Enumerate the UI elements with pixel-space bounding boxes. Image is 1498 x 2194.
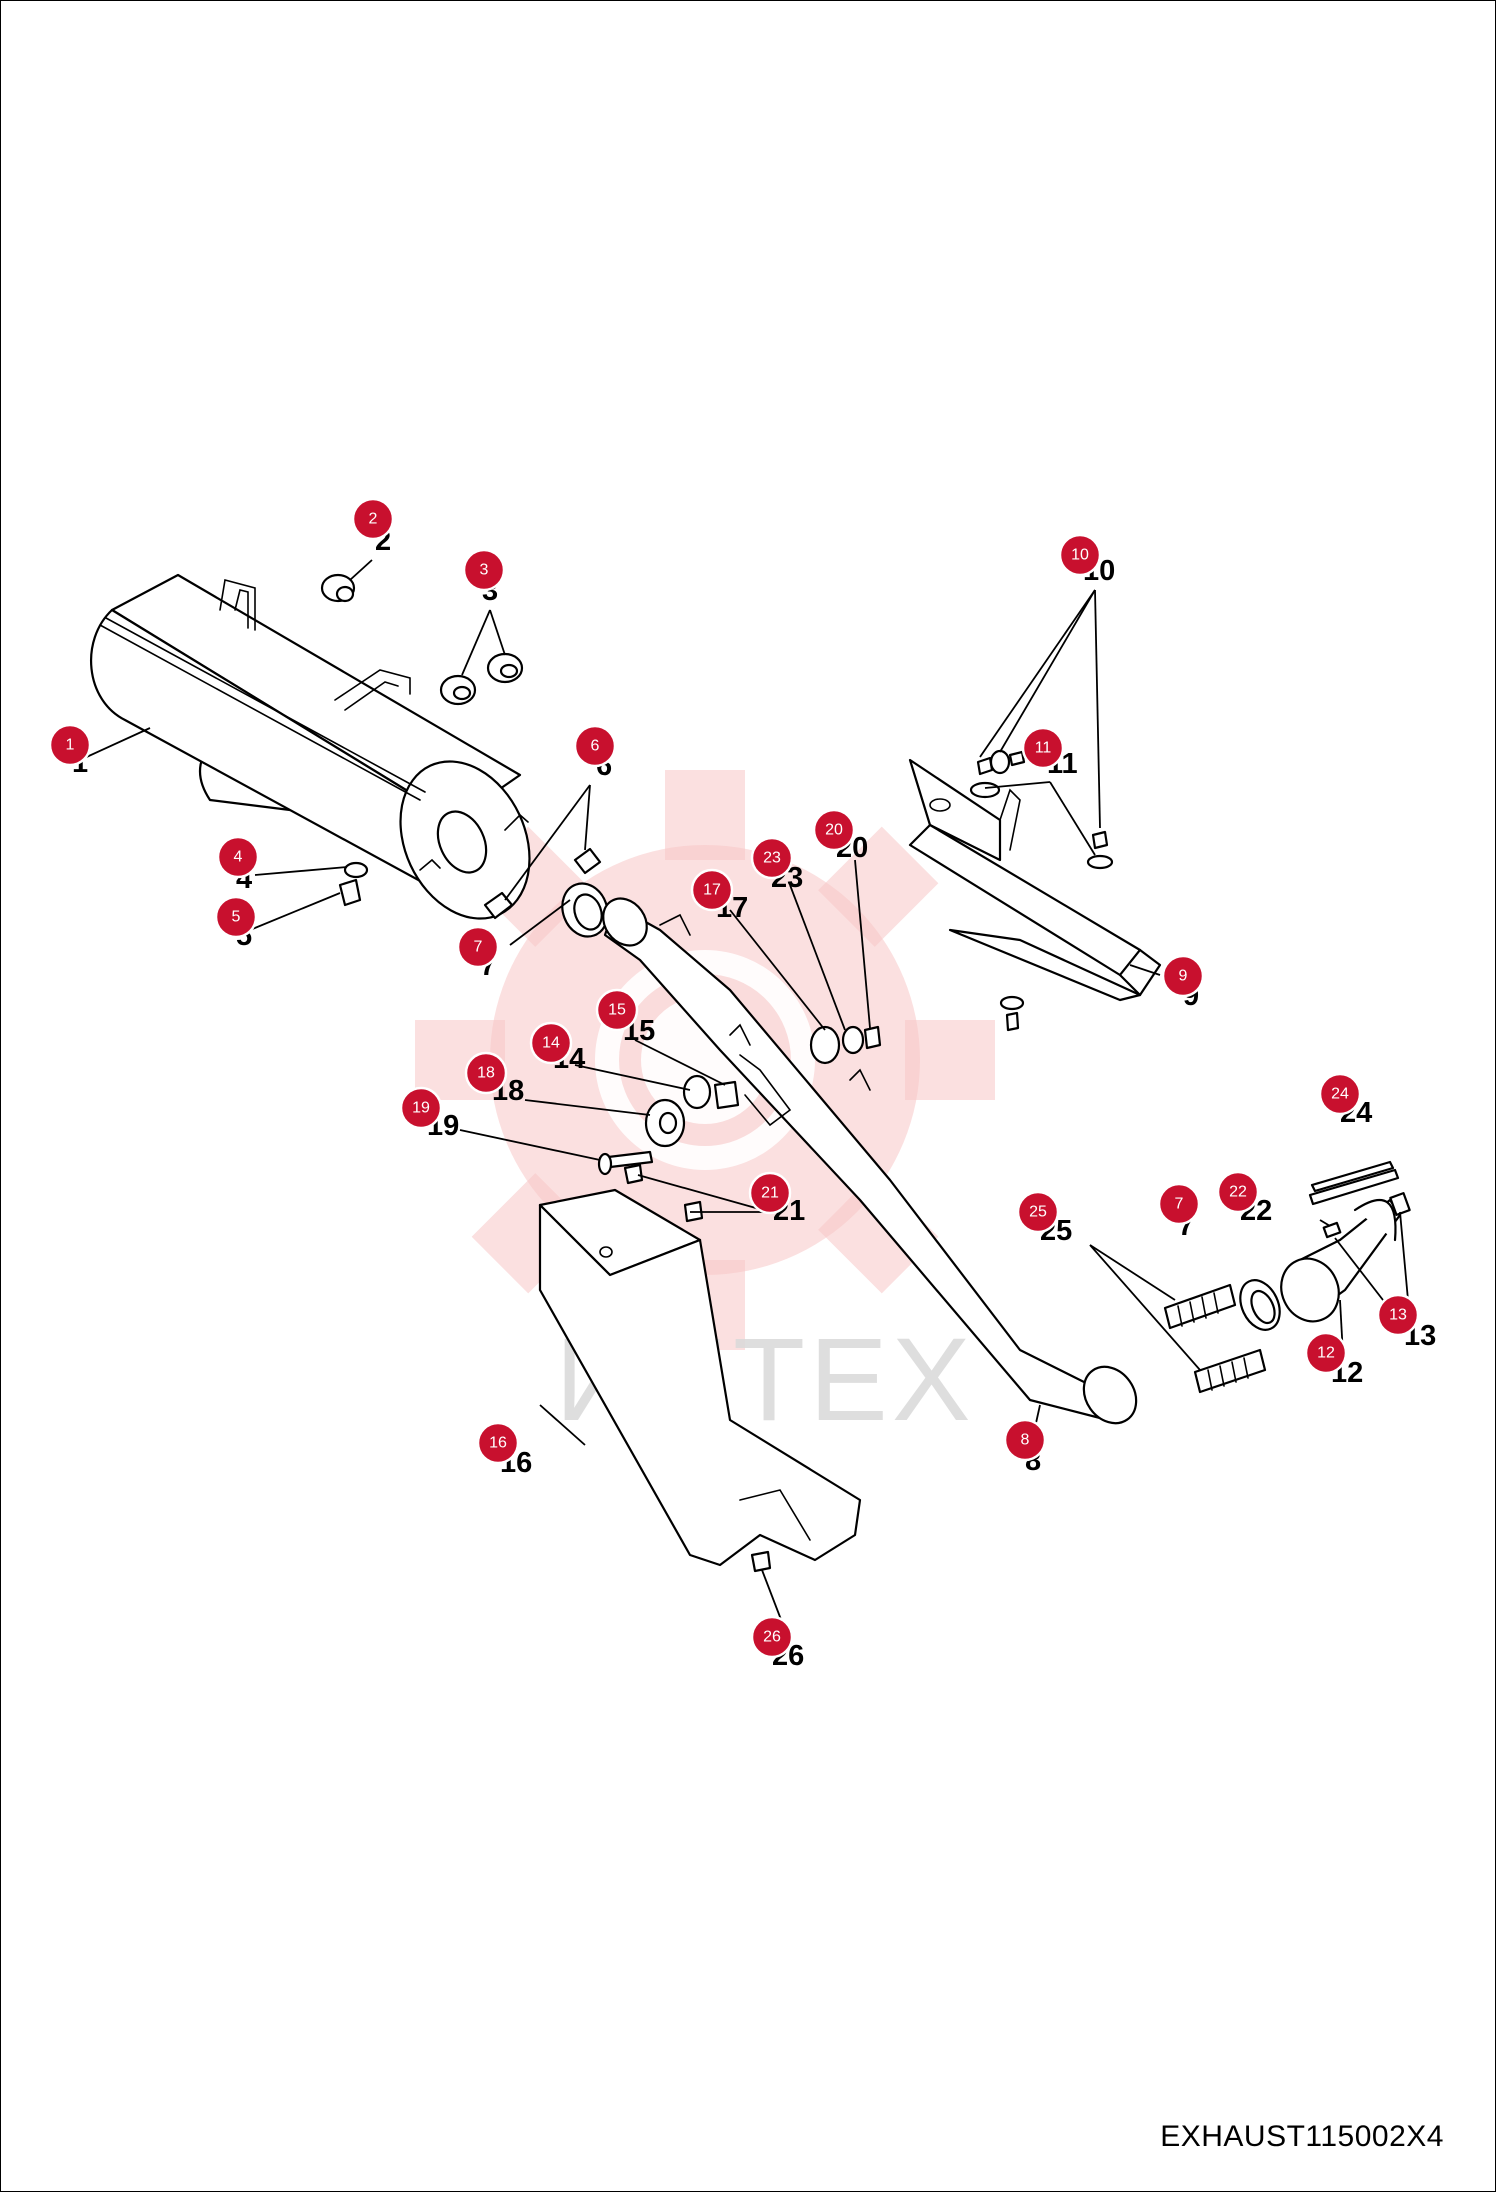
svg-text:19: 19 [412, 1100, 430, 1117]
muffler [90, 573, 531, 920]
bolt-26 [750, 1550, 772, 1573]
callout-badge-12[interactable]: 12 [1304, 1331, 1348, 1375]
svg-text:18: 18 [477, 1065, 495, 1082]
callout-badge-21[interactable]: 21 [748, 1171, 792, 1215]
svg-text:6: 6 [591, 738, 600, 755]
callout-badge-16[interactable]: 16 [476, 1421, 520, 1465]
callout-badge-15[interactable]: 15 [595, 988, 639, 1032]
callout-badge-17[interactable]: 17 [690, 868, 734, 912]
callout-badge-11[interactable]: 11 [1021, 726, 1065, 770]
callout-badge-9[interactable]: 9 [1161, 954, 1205, 998]
bushing-set [597, 1074, 740, 1176]
callout-badge-25[interactable]: 25 [1016, 1190, 1060, 1234]
svg-text:15: 15 [608, 1002, 626, 1019]
svg-text:22: 22 [1229, 1184, 1247, 1201]
gasket-24 [1308, 1160, 1400, 1206]
callout-badge-18[interactable]: 18 [464, 1051, 508, 1095]
callout-badge-10[interactable]: 10 [1058, 533, 1102, 577]
callout-badge-24[interactable]: 24 [1318, 1072, 1362, 1116]
svg-text:1: 1 [66, 737, 75, 754]
clip-13 [1389, 1192, 1411, 1216]
svg-text:2: 2 [369, 511, 378, 528]
callout-badge-3[interactable]: 3 [462, 548, 506, 592]
svg-text:24: 24 [1331, 1086, 1349, 1103]
svg-text:16: 16 [489, 1435, 507, 1452]
callout-badge-26[interactable]: 26 [750, 1615, 794, 1659]
washer-and-nut [338, 861, 369, 907]
svg-text:20: 20 [825, 822, 843, 839]
heat-shield [538, 1188, 862, 1567]
rubber-bushing [320, 573, 356, 603]
screws-21 [623, 1163, 704, 1223]
svg-text:4: 4 [234, 849, 243, 866]
svg-text:13: 13 [1389, 1307, 1407, 1324]
svg-text:9: 9 [1179, 968, 1188, 985]
svg-text:17: 17 [703, 882, 721, 899]
svg-text:7: 7 [1175, 1196, 1184, 1213]
svg-text:5: 5 [232, 909, 241, 926]
callout-badge-23[interactable]: 23 [750, 836, 794, 880]
callout-badge-20[interactable]: 20 [812, 808, 856, 852]
svg-text:25: 25 [1029, 1204, 1047, 1221]
svg-text:14: 14 [542, 1035, 560, 1052]
svg-text:10: 10 [1071, 547, 1089, 564]
svg-text:26: 26 [763, 1629, 781, 1646]
exhaust-pipe [602, 897, 1138, 1425]
callout-badge-8[interactable]: 8 [1003, 1418, 1047, 1462]
callout-badge-4[interactable]: 4 [216, 835, 260, 879]
drawing-code: EXHAUST115002X4 [1160, 2120, 1444, 2153]
callout-badge-6[interactable]: 6 [573, 724, 617, 768]
svg-text:23: 23 [763, 850, 781, 867]
svg-text:12: 12 [1317, 1345, 1335, 1362]
callout-badge-14[interactable]: 14 [529, 1021, 573, 1065]
bolts-and-washers [969, 749, 1114, 1032]
callout-badge-5[interactable]: 5 [214, 895, 258, 939]
washer-stack [809, 1025, 882, 1065]
callout-badge-2[interactable]: 2 [351, 497, 395, 541]
svg-text:11: 11 [1035, 740, 1052, 757]
svg-text:7: 7 [474, 939, 483, 956]
callout-badge-1[interactable]: 1 [48, 723, 92, 767]
callout-badge-13[interactable]: 13 [1376, 1293, 1420, 1337]
mounting-bracket [908, 758, 1162, 1002]
callout-badge-22[interactable]: 22 [1216, 1170, 1260, 1214]
svg-text:21: 21 [761, 1185, 779, 1202]
svg-text:8: 8 [1021, 1432, 1030, 1449]
clip-22 [1322, 1221, 1342, 1239]
gasket-rings [561, 882, 1281, 1331]
callout-badge-7a[interactable]: 7 [456, 925, 500, 969]
callout-badges: 1 2 3 4 5 6 7 7 8 9 10 11 12 13 14 15 16… [48, 497, 1420, 1659]
svg-text:3: 3 [480, 562, 489, 579]
leader-lines [79, 559, 1411, 1631]
callout-badge-7b[interactable]: 7 [1157, 1182, 1201, 1226]
callout-badge-19[interactable]: 19 [399, 1086, 443, 1130]
tension-springs [1163, 1283, 1267, 1394]
rubber-mounts [439, 652, 524, 706]
